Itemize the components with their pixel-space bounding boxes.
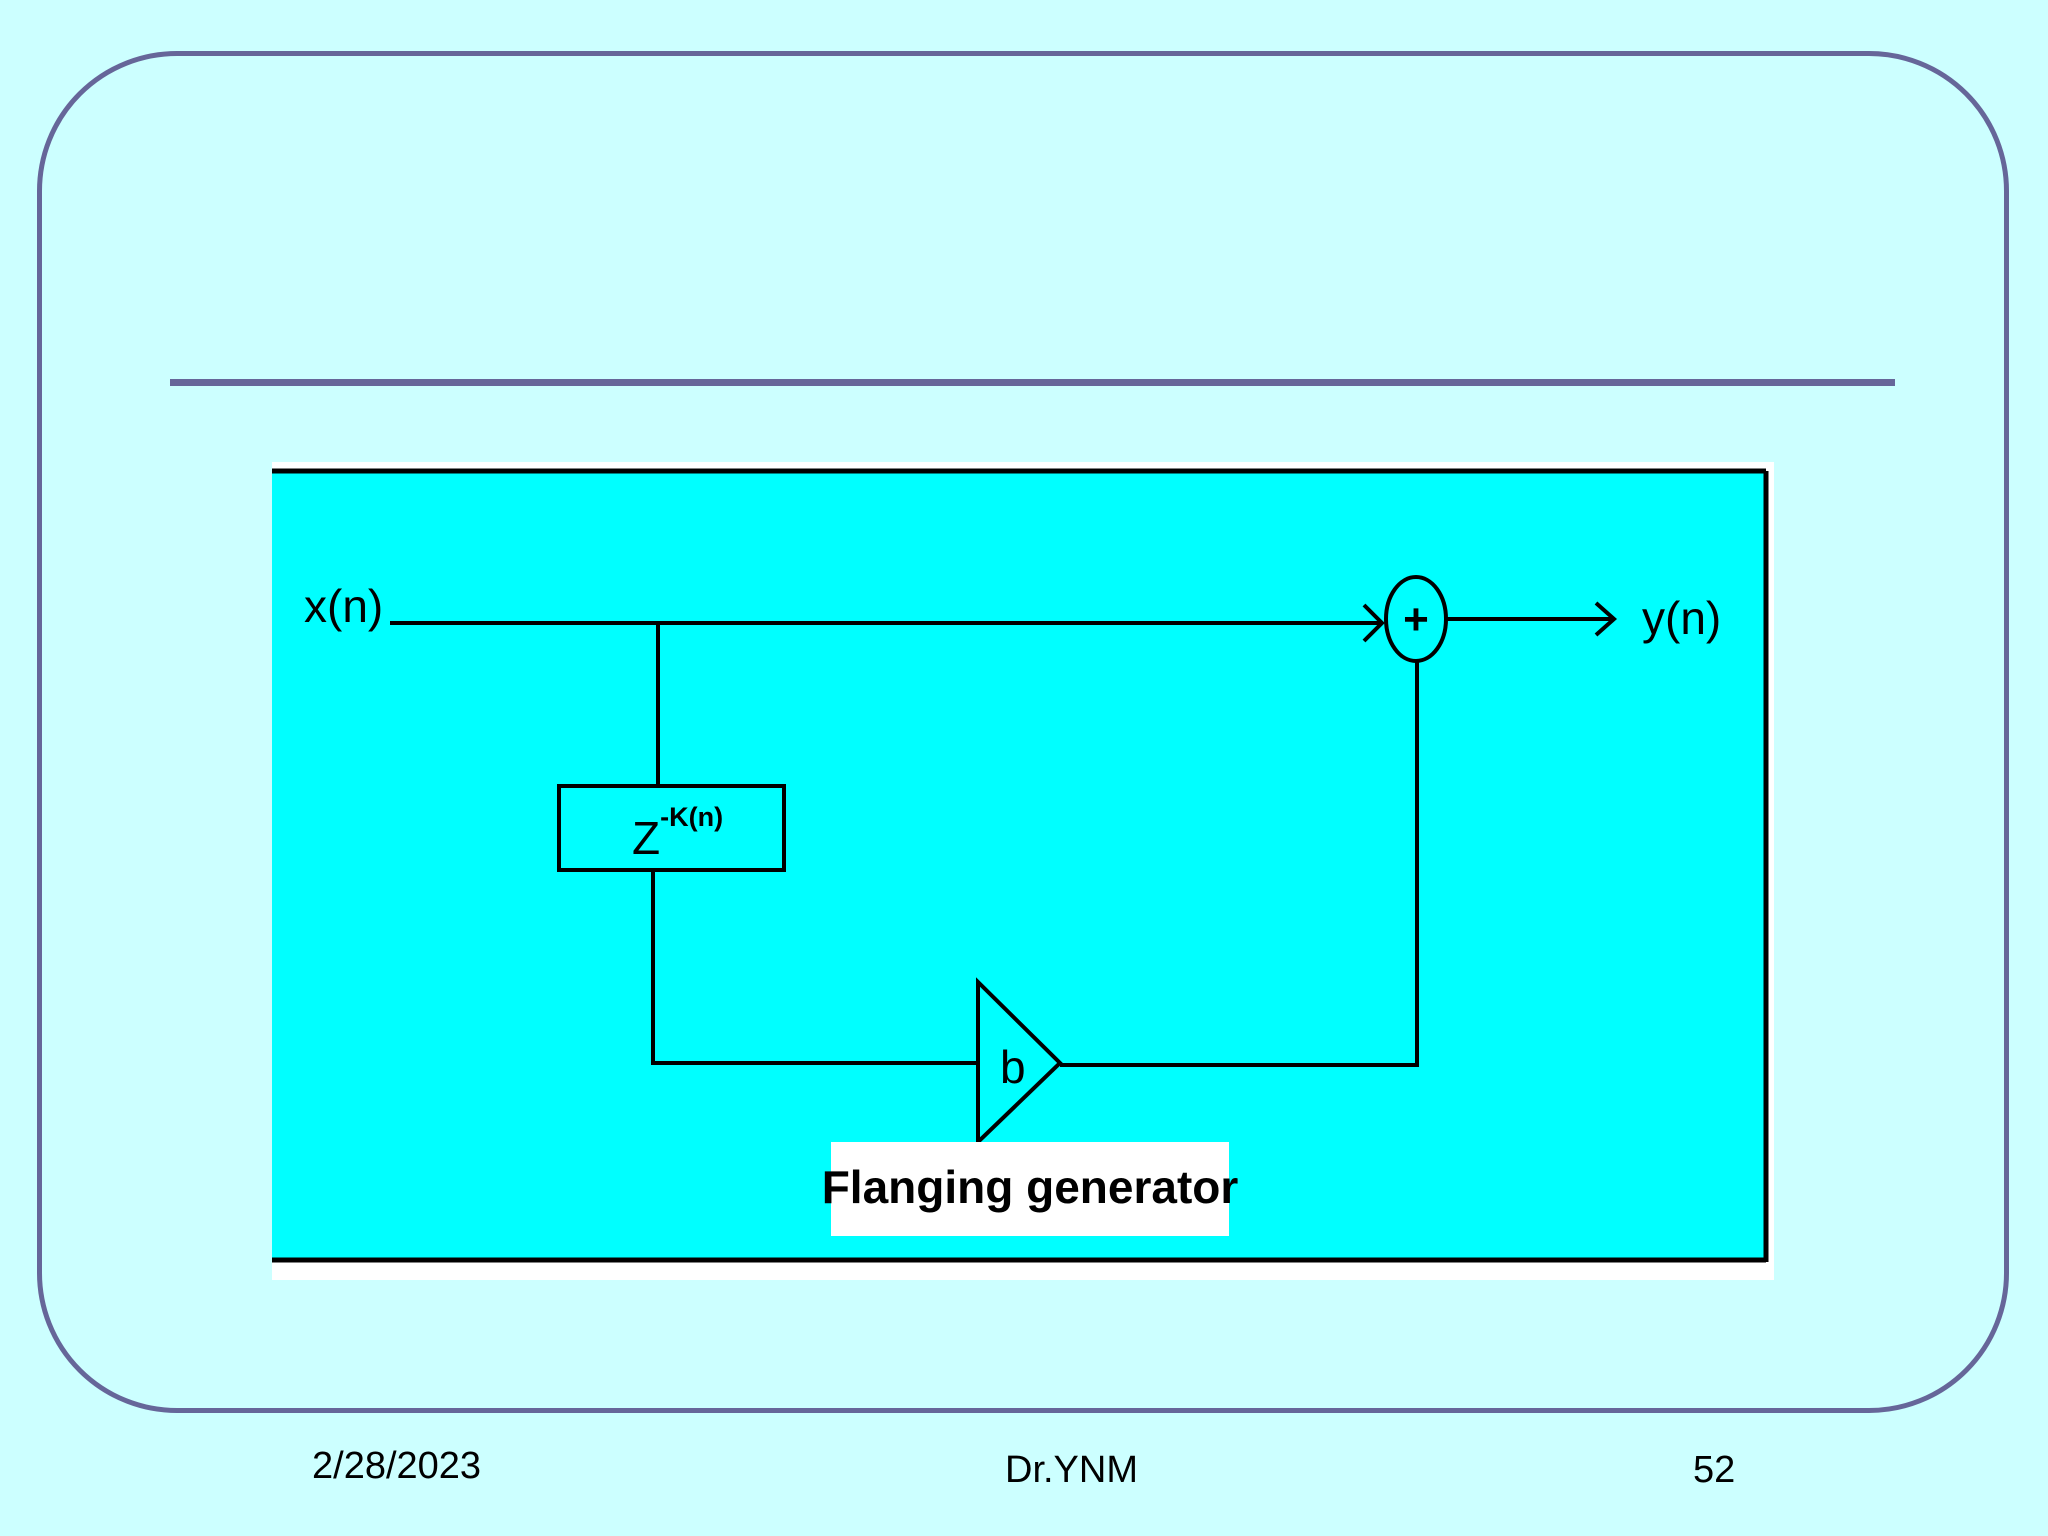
caption-box (831, 1142, 1229, 1236)
output-arrowhead (1594, 601, 1618, 637)
adder-plus: + (1403, 595, 1429, 644)
delay-to-gain-path (651, 870, 978, 1065)
diagram-panel (272, 470, 1766, 1262)
output-label: y(n) (1642, 592, 1721, 644)
footer-date: 2/28/2023 (312, 1445, 482, 1487)
delay-block-base: Z-K(n) (632, 802, 723, 864)
flanger-diagram: x(n) + y(n) Z-K(n) b Flanging generator (272, 462, 1774, 1280)
diagram-svg: x(n) + y(n) Z-K(n) b Flanging generator (272, 468, 1769, 1263)
delay-base-text: Z (632, 812, 660, 864)
delay-exponent-text: -K(n) (660, 802, 723, 832)
title-divider (170, 379, 1895, 386)
footer-page-number: 52 (1693, 1449, 1736, 1491)
input-label: x(n) (304, 580, 383, 632)
slide-frame (37, 51, 2009, 1413)
caption-text: Flanging generator (822, 1161, 1239, 1213)
gain-label: b (1000, 1041, 1026, 1093)
gain-to-adder-path (1060, 661, 1419, 1067)
delay-block (557, 784, 786, 872)
forward-arrowhead (1362, 603, 1385, 643)
footer-author: Dr.YNM (1005, 1449, 1138, 1491)
gain-triangle (976, 977, 1063, 1147)
